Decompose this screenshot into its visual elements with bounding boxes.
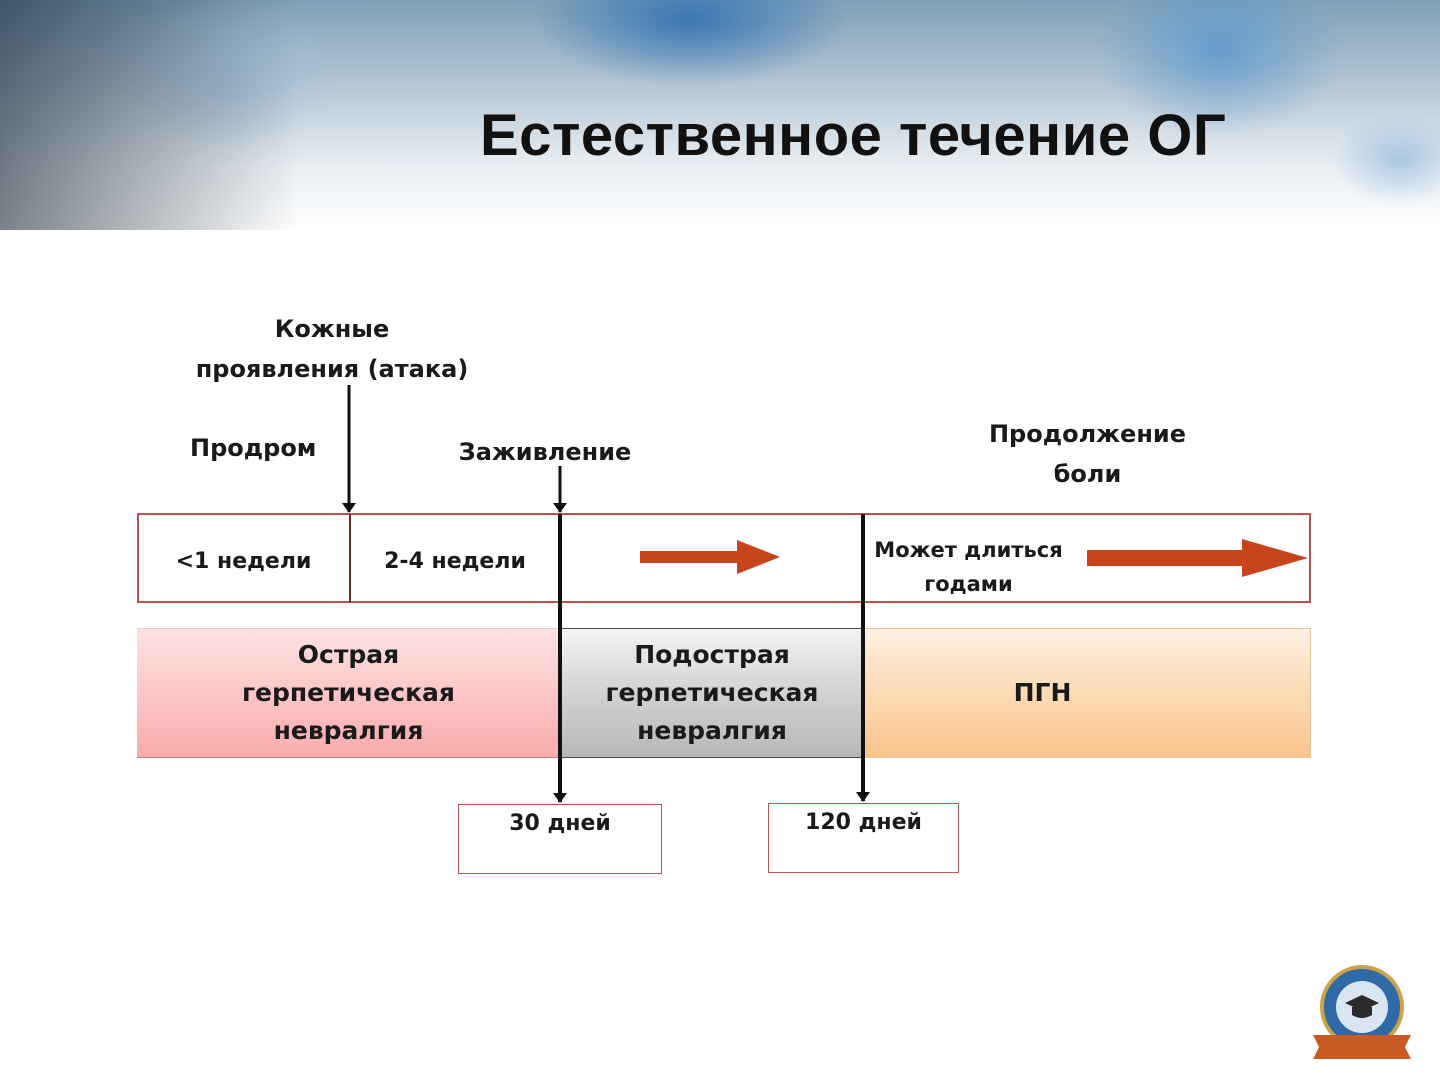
day-30-label: 30 дней: [509, 811, 611, 836]
phase-acute: Острая герпетическая невралгия: [137, 628, 560, 758]
label-prodrome: Продром: [190, 434, 317, 462]
label-healing: Заживление: [458, 438, 632, 466]
timeline-long-lasting: Может длиться годами: [874, 538, 1063, 596]
progress-arrow-short: [640, 540, 780, 574]
label-skin-manifestations: Кожные проявления (атака): [195, 315, 469, 383]
timeline-box: [137, 513, 1311, 603]
header-banner: [0, 0, 1440, 230]
phase-pgn: ПГН: [864, 628, 1311, 758]
label-pain-continuation: Продолжение боли: [988, 420, 1187, 488]
phase-pgn-label: ПГН: [1013, 678, 1072, 707]
banner-shade: [0, 0, 300, 230]
timeline-cell-acute: 2-4 недели: [384, 549, 526, 574]
day-box-30: 30 дней: [458, 804, 662, 874]
phase-subacute-label: Подострая герпетическая невралгия: [605, 640, 819, 745]
phase-subacute: Подострая герпетическая невралгия: [560, 628, 864, 758]
timeline-cell-prodrome: <1 недели: [175, 549, 312, 574]
progress-arrow-long: [1087, 539, 1308, 577]
phase-acute-label: Острая герпетическая невралгия: [242, 640, 455, 745]
day-120-label: 120 дней: [805, 810, 922, 835]
academy-logo-icon: [1313, 965, 1411, 1059]
day-box-120: 120 дней: [768, 803, 959, 873]
slide-title: Естественное течение ОГ: [480, 103, 1227, 168]
